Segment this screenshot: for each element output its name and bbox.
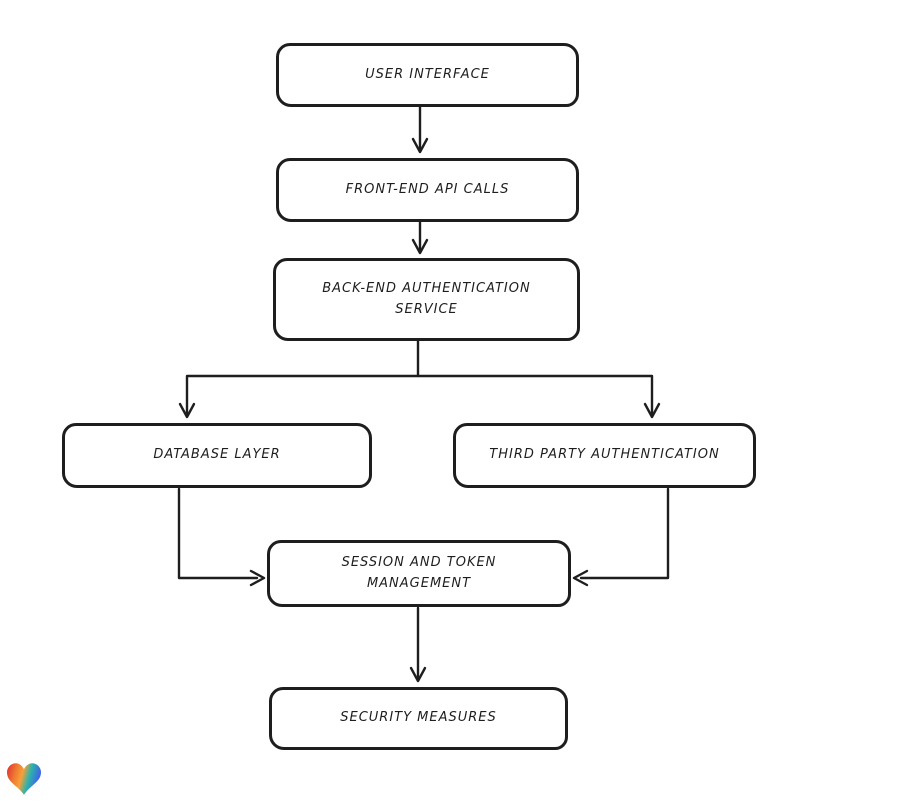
edge-database-to-session: [177, 487, 266, 587]
edge-session-to-security: [409, 606, 427, 683]
node-label: DATABASE LAYER: [153, 447, 281, 463]
edge-frontend-api-to-backend-auth: [411, 220, 429, 255]
edge-backend-auth-branch: [178, 339, 661, 419]
node-label: SECURITY MEASURES: [340, 710, 497, 726]
node-label: FRONT-END API CALLS: [345, 181, 510, 197]
edge-user-interface-to-frontend-api: [411, 105, 429, 154]
node-label: THIRD PARTY AUTHENTICATION: [489, 447, 720, 463]
node-label: SESSION AND TOKEN MANAGEMENT: [341, 555, 497, 591]
node-session-and-token-management[interactable]: SESSION AND TOKEN MANAGEMENT: [267, 540, 571, 607]
node-backend-authentication-service[interactable]: BACK-END AUTHENTICATION SERVICE: [273, 258, 580, 341]
node-label: BACK-END AUTHENTICATION SERVICE: [322, 281, 531, 317]
node-label: USER INTERFACE: [365, 66, 490, 82]
node-database-layer[interactable]: DATABASE LAYER: [62, 423, 372, 488]
heart-logo[interactable]: [7, 761, 41, 797]
edge-thirdparty-to-session: [572, 487, 670, 587]
node-third-party-authentication[interactable]: THIRD PARTY AUTHENTICATION: [453, 423, 756, 488]
node-security-measures[interactable]: SECURITY MEASURES: [269, 687, 568, 750]
node-frontend-api-calls[interactable]: FRONT-END API CALLS: [276, 158, 579, 222]
node-user-interface[interactable]: USER INTERFACE: [276, 43, 579, 107]
